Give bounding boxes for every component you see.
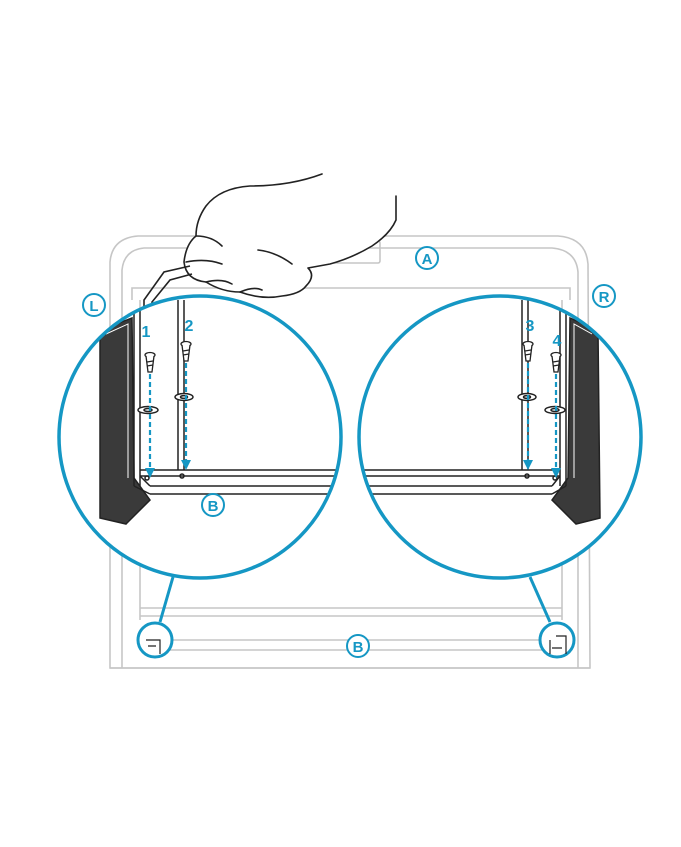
label-a: A — [422, 251, 433, 268]
detail-circle-left — [57, 294, 343, 580]
connector-lines — [158, 576, 552, 623]
label-l-badge: L — [82, 293, 106, 317]
screw-2-icon — [180, 340, 192, 362]
screw-3-icon — [522, 340, 534, 362]
screw-4-icon — [550, 351, 562, 373]
screw-number-1: 1 — [142, 324, 151, 341]
label-l: L — [89, 298, 98, 315]
corner-circle-left — [136, 621, 174, 659]
insert-arrows-right — [523, 363, 561, 478]
label-r: R — [599, 289, 610, 306]
screw-number-3: 3 — [526, 318, 535, 335]
screw-number-4: 4 — [553, 333, 562, 350]
label-b-left: B — [208, 498, 219, 515]
screw-1-icon — [144, 351, 156, 373]
label-a-badge: A — [415, 246, 439, 270]
label-b-bottom: B — [353, 639, 364, 656]
detail-circle-right — [357, 294, 643, 580]
label-b-left-badge: B — [201, 493, 225, 517]
corner-circle-right — [538, 621, 576, 659]
screw-number-2: 2 — [185, 318, 194, 335]
label-b-bottom-badge: B — [346, 634, 370, 658]
hand-illustration — [183, 173, 397, 299]
label-r-badge: R — [592, 284, 616, 308]
insert-arrows-left — [145, 363, 191, 478]
